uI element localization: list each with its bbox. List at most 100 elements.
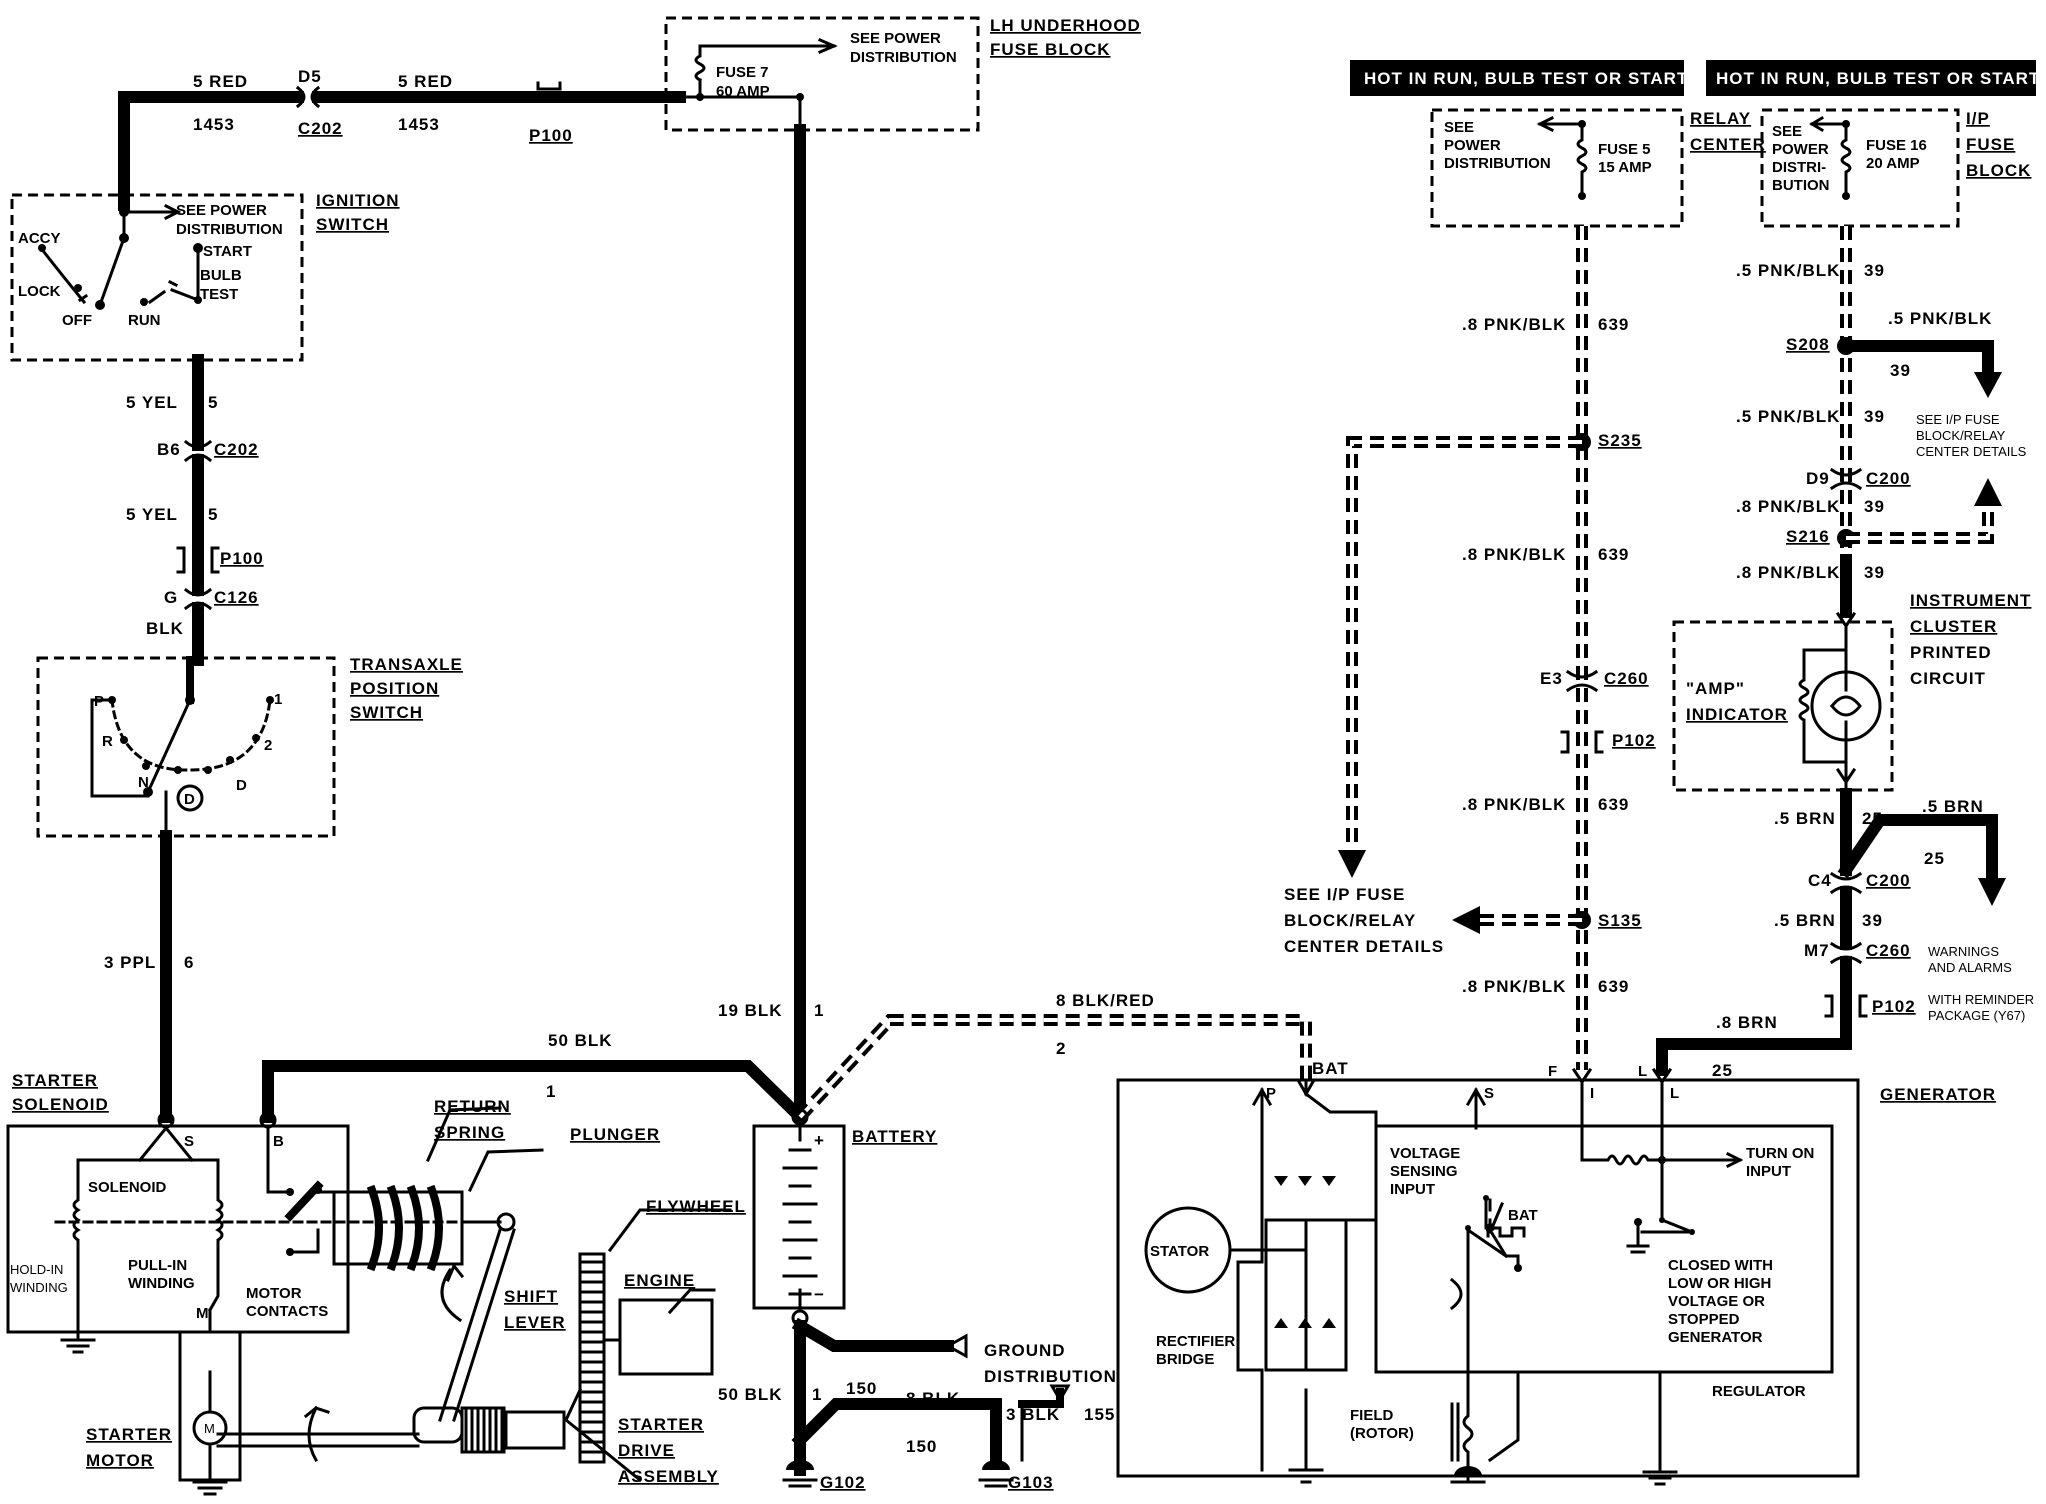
gen-s: S <box>1484 1085 1494 1102</box>
ign-test: TEST <box>200 286 238 303</box>
splice-s235: S235 <box>1598 431 1642 450</box>
blk19-num: 1 <box>814 1001 824 1020</box>
ign-start: START <box>203 243 252 260</box>
ip-pnk-branch-num: 39 <box>1890 361 1911 380</box>
plunger-label: PLUNGER <box>570 1125 660 1144</box>
connector-c202-mid: C202 <box>214 440 259 459</box>
sol-b: B <box>273 1133 284 1150</box>
gen-l-out: L <box>1638 1063 1647 1080</box>
battery <box>752 1108 1071 1488</box>
sol-m: M <box>196 1305 209 1322</box>
gen-p: P <box>1266 1085 1276 1102</box>
connector-p102-left: P102 <box>1612 731 1656 750</box>
connector-c200-top: C200 <box>1866 469 1911 488</box>
relay-see-1: SEE <box>1444 119 1474 136</box>
blk19-label: 19 BLK <box>718 1001 783 1020</box>
connector-c260-left: C260 <box>1604 669 1649 688</box>
fuse5-rating: 15 AMP <box>1598 159 1652 176</box>
red-wire-num-b: 1453 <box>398 115 440 134</box>
ppl-label: 3 PPL <box>104 953 156 972</box>
shift-lever-label-1: SHIFT <box>504 1287 558 1306</box>
amp-indicator-2: INDICATOR <box>1686 705 1788 724</box>
battery-plus: + <box>814 1131 825 1150</box>
ip-fuse-label-2: FUSE <box>1966 135 2015 154</box>
connector-g: G <box>164 588 178 607</box>
trans-d: D <box>236 777 247 794</box>
generator <box>1116 1078 1860 1486</box>
trans-1: 1 <box>274 691 282 708</box>
trans-d-circle: D <box>184 791 195 808</box>
pnk3-label: .8 PNK/BLK <box>1462 795 1566 814</box>
connector-c260-right: C260 <box>1866 941 1911 960</box>
engine-label: ENGINE <box>624 1271 695 1290</box>
ip-fuse-label-1: I/P <box>1966 109 1990 128</box>
instrument-label-2: CLUSTER <box>1910 617 1997 636</box>
trans-r: R <box>102 733 113 750</box>
ip-see-1: SEE <box>1772 123 1802 140</box>
see-power-line1: SEE POWER <box>850 30 941 47</box>
ign-see-power-1: SEE POWER <box>176 202 267 219</box>
brn3-num: 25 <box>1712 1061 1733 1080</box>
splice-s135: S135 <box>1598 911 1642 930</box>
transaxle-label-2: POSITION <box>350 679 439 698</box>
sol-hold-1: HOLD-IN <box>10 1262 63 1277</box>
wire-5-yel <box>176 354 220 666</box>
yel-label-a: 5 YEL <box>126 393 178 412</box>
connector-m7: M7 <box>1804 941 1830 960</box>
starter-motor-m: M <box>204 1421 215 1436</box>
connector-c126: C126 <box>214 588 259 607</box>
ign-see-power-2: DISTRIBUTION <box>176 221 283 238</box>
red-wire-label-b: 5 RED <box>398 72 453 91</box>
connector-p100-mid: P100 <box>220 549 264 568</box>
relay-hot-text: HOT IN RUN, BULB TEST OR START <box>1364 69 1688 88</box>
starter-drive-assembly <box>216 1208 732 1483</box>
see-ip-small-1: SEE I/P FUSE <box>1916 412 2000 427</box>
gen-rectifier-1: RECTIFIER <box>1156 1333 1235 1350</box>
fuse7-name: FUSE 7 <box>716 64 769 81</box>
brn-branch-label: .5 BRN <box>1922 797 1984 816</box>
instrument-cluster <box>1672 611 1894 796</box>
battery-label: BATTERY <box>852 1127 937 1146</box>
gen-rectifier-2: BRIDGE <box>1156 1351 1214 1368</box>
ip-fuse-block <box>1760 108 1960 228</box>
brn1-label: .5 BRN <box>1774 809 1836 828</box>
reminder-line2: PACKAGE (Y67) <box>1928 1008 2025 1023</box>
instrument-label-4: CIRCUIT <box>1910 669 1986 688</box>
return-spring-label-1: RETURN <box>434 1097 511 1116</box>
fuse7-rating: 60 AMP <box>716 83 770 100</box>
red-wire-label-a: 5 RED <box>193 72 248 91</box>
connector-p102-right: P102 <box>1872 997 1916 1016</box>
ground-g103: G103 <box>1008 1473 1054 1492</box>
gen-regulator: REGULATOR <box>1712 1383 1806 1400</box>
ip-pnk4-num: 39 <box>1864 563 1885 582</box>
red-wire-1453 <box>118 81 686 211</box>
blk3b-label: 3 BLK <box>1006 1405 1060 1424</box>
ip-pnk4-label: .8 PNK/BLK <box>1736 563 1840 582</box>
relay-center-label-2: CENTER <box>1690 135 1766 154</box>
connector-b6: B6 <box>157 440 181 459</box>
wire-39-pnk-blk <box>1829 226 2002 618</box>
reminder-line1: WITH REMINDER <box>1928 992 2034 1007</box>
wire-639-pnk-blk <box>1338 226 1604 1106</box>
ground-dist-label-2: DISTRIBUTION <box>984 1367 1117 1386</box>
pnk1-num: 639 <box>1598 315 1629 334</box>
splice-s216: S216 <box>1786 527 1830 546</box>
lh-underhood-label: LH UNDERHOOD <box>990 16 1141 35</box>
transaxle-position-switch <box>36 656 336 838</box>
yel-label-b: 5 YEL <box>126 505 178 524</box>
connector-c200-bot: C200 <box>1866 871 1911 890</box>
ip-see-4: BUTION <box>1772 177 1830 194</box>
connector-p100-top: P100 <box>529 126 573 145</box>
fuse-block-label: FUSE BLOCK <box>990 40 1111 59</box>
blk-trans-label: BLK <box>146 619 184 638</box>
battery-minus: − <box>814 1285 825 1304</box>
brn1-num: 25 <box>1862 809 1883 828</box>
gen-turn-1: TURN ON <box>1746 1145 1814 1162</box>
ignition-label-1: IGNITION <box>316 191 400 210</box>
ip-pnk-branch-label: .5 PNK/BLK <box>1888 309 1992 328</box>
gen-voltage-1: VOLTAGE <box>1390 1145 1460 1162</box>
gen-turn-2: INPUT <box>1746 1163 1791 1180</box>
relay-hot-banner <box>1350 60 1684 96</box>
see-power-line2: DISTRIBUTION <box>850 49 957 66</box>
gen-closed-5: GENERATOR <box>1668 1329 1763 1346</box>
